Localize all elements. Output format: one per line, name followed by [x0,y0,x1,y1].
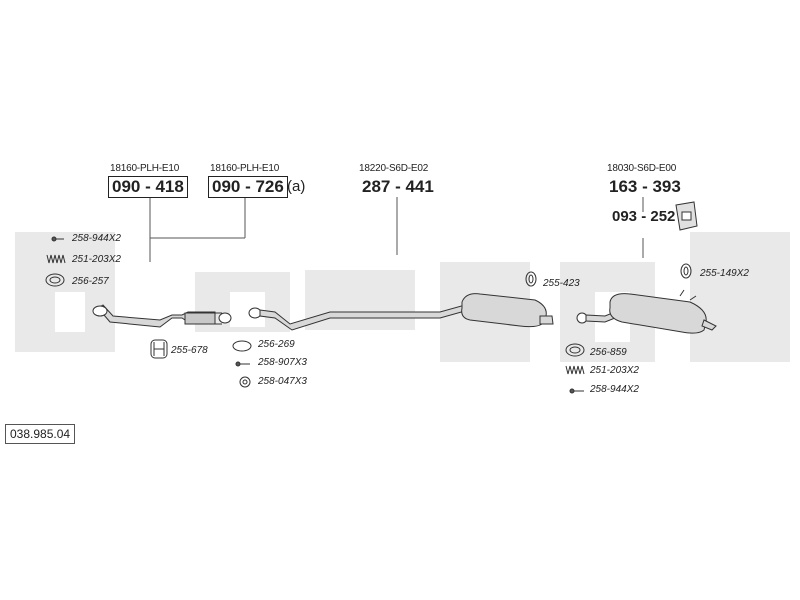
accessory-label-spring-front[interactable]: 251-203X2 [72,254,121,265]
oem-number-catalyst: 18160-PLH-E10 [210,163,280,174]
oem-number-rear-silencer: 18030-S6D-E00 [607,163,677,174]
part-number-front-pipe[interactable]: 090 - 418 [108,176,188,198]
spring-icon-rear [565,365,585,375]
accessory-label-hanger-center[interactable]: 255-423 [543,278,580,289]
part-number-center-silencer[interactable]: 287 - 441 [362,177,434,196]
accessory-label-gasket-mid[interactable]: 256-269 [258,339,295,350]
gasket-icon-front [45,273,65,287]
heat-shield-icon [675,201,698,231]
gasket-icon-rear [565,343,585,357]
rear-silencer-drawing [576,289,717,334]
hanger-icon-rear [680,263,692,279]
accessory-label-spring-rear[interactable]: 251-203X2 [590,365,639,376]
part-number-heat-shield[interactable]: 093 - 252 [612,208,676,225]
part-number-rear-silencer[interactable]: 163 - 393 [609,177,681,196]
leader-lines [149,197,644,262]
bolt-icon-front [51,236,64,242]
gasket-icon-mid [232,340,252,352]
watermark [15,232,790,362]
catalog-number: 038.985.04 [5,424,76,444]
bolt-icon-rear [569,388,584,394]
accessory-label-gasket-rear[interactable]: 256-859 [590,347,627,358]
accessory-label-hanger-rear[interactable]: 255-149X2 [700,268,749,279]
nut-icon-mid [239,376,251,388]
accessory-label-clamp[interactable]: 255-678 [171,345,208,356]
part-number-catalyst[interactable]: 090 - 726 [208,176,288,198]
accessory-label-bolt-front[interactable]: 258-944X2 [72,233,121,244]
part-number-catalyst-suffix: (a) [287,178,306,195]
accessory-label-bolt-rear[interactable]: 258-944X2 [590,384,639,395]
oem-number-center-silencer: 18220-S6D-E02 [359,163,429,174]
clamp-icon [150,339,168,359]
mid-pipe-drawing [248,293,554,331]
oem-number-front-pipe: 18160-PLH-E10 [110,163,180,174]
accessory-label-bolt-mid[interactable]: 258-907X3 [258,357,307,368]
spring-icon-front [46,254,66,264]
front-pipe-drawing [92,304,232,328]
hanger-icon-center [525,271,537,287]
accessory-label-gasket-front[interactable]: 256-257 [72,276,109,287]
accessory-label-nut-mid[interactable]: 258-047X3 [258,376,307,387]
bolt-icon-mid [235,361,250,367]
